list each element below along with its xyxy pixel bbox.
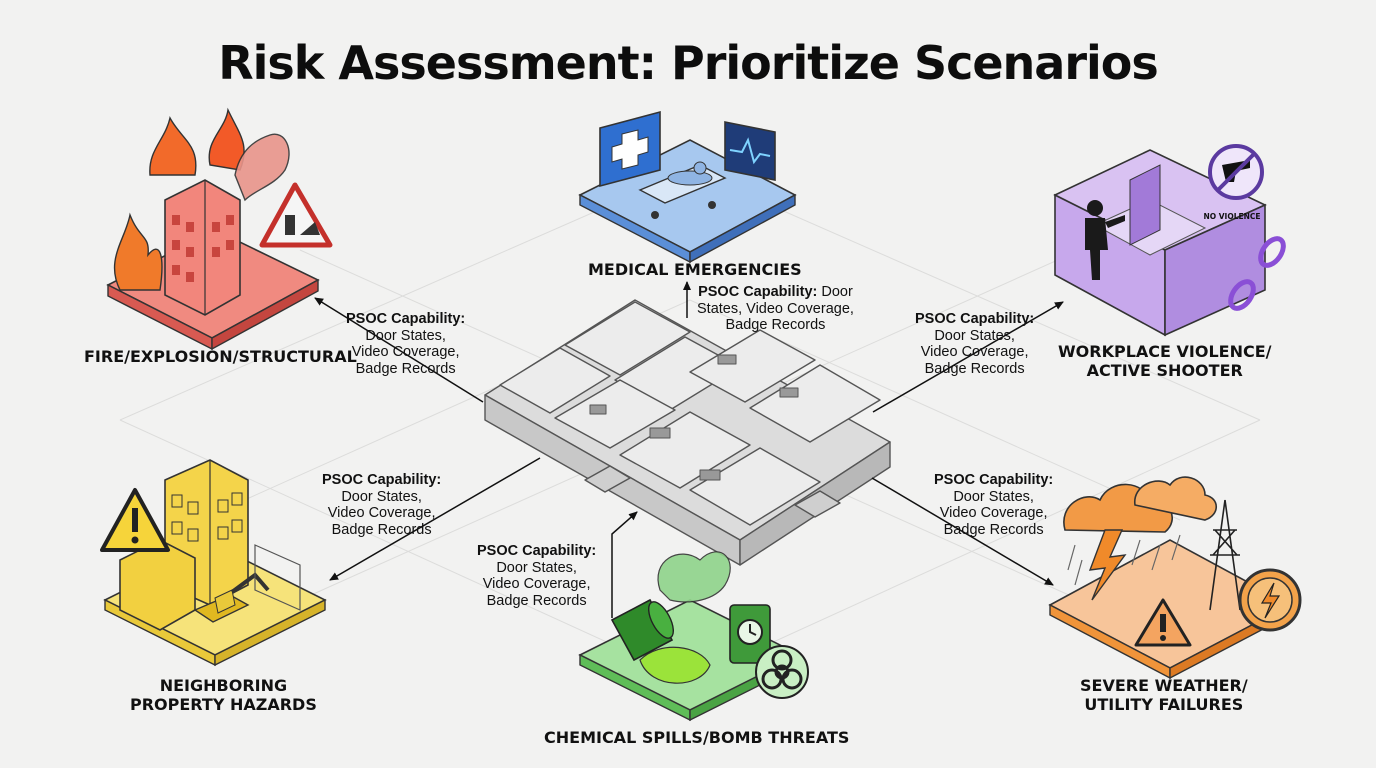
arrow-chemical xyxy=(611,511,638,618)
power-tower-icon xyxy=(1209,499,1241,611)
excavator-icon xyxy=(193,572,270,623)
capability-heading: PSOC Capability: xyxy=(322,472,442,488)
arrows xyxy=(314,281,1064,618)
capability-fire: PSOC Capability: Door States, Video Cove… xyxy=(346,311,465,377)
capability-heading: PSOC Capability: xyxy=(346,311,466,327)
scenario-label-fire: FIRE/EXPLOSION/STRUCTURAL xyxy=(84,347,357,366)
capability-item: Door xyxy=(821,284,853,300)
scenario-label-neighbor: NEIGHBORING PROPERTY HAZARDS xyxy=(130,676,317,714)
scenario-label-chemical: CHEMICAL SPILLS/BOMB THREATS xyxy=(544,728,849,747)
capability-item: Door States, xyxy=(496,559,577,576)
medical-scene xyxy=(578,110,797,264)
scenario-violence-line2: ACTIVE SHOOTER xyxy=(1086,361,1243,380)
violence-scene: NO VIOLENCE xyxy=(1053,144,1286,337)
capability-heading: PSOC Capability: xyxy=(477,543,597,559)
capability-item: Door States, xyxy=(934,327,1015,344)
capability-item: Video Coverage, xyxy=(351,344,460,360)
capability-item: Video Coverage, xyxy=(939,505,1048,521)
capability-item: Badge Records xyxy=(943,521,1044,538)
capability-item: Door States, xyxy=(341,488,422,505)
hazard-warning-icon xyxy=(259,182,333,248)
capability-item: Badge Records xyxy=(486,592,587,609)
scenario-label-violence: WORKPLACE VIOLENCE/ ACTIVE SHOOTER xyxy=(1058,342,1271,380)
scenario-medical-text: MEDICAL EMERGENCIES xyxy=(588,260,802,279)
scenario-neighbor-line1: NEIGHBORING xyxy=(159,676,288,695)
capability-item: Door States, xyxy=(365,327,446,344)
weather-scene xyxy=(1048,476,1302,680)
capability-weather: PSOC Capability: Door States, Video Cove… xyxy=(934,472,1053,538)
capability-item: States, Video Coverage, xyxy=(697,300,854,317)
capability-heading: PSOC Capability: xyxy=(698,284,818,300)
capability-heading: PSOC Capability: xyxy=(915,311,1035,327)
capability-violence: PSOC Capability: Door States, Video Cove… xyxy=(915,311,1034,377)
neighbor-scene xyxy=(100,459,327,667)
storm-cloud-icon xyxy=(1063,476,1218,533)
capability-medical: PSOC Capability: Door States, Video Cove… xyxy=(697,284,854,334)
capability-heading: PSOC Capability: xyxy=(934,472,1054,488)
capability-item: Video Coverage, xyxy=(482,576,591,592)
central-building xyxy=(484,299,891,566)
lightning-icon xyxy=(1088,529,1127,601)
arrow-weather xyxy=(871,477,1054,586)
capability-item: Badge Records xyxy=(924,360,1025,377)
capability-item: Badge Records xyxy=(355,360,456,377)
capability-chemical: PSOC Capability: Door States, Video Cove… xyxy=(477,543,596,609)
no-violence-sign: NO VIOLENCE xyxy=(1203,212,1260,221)
capability-item: Video Coverage, xyxy=(327,505,436,521)
scenario-fire-text: FIRE/EXPLOSION/STRUCTURAL xyxy=(84,347,357,366)
scenario-weather-line2: UTILITY FAILURES xyxy=(1084,695,1244,714)
arrow-violence xyxy=(872,301,1064,413)
scenario-label-weather: SEVERE WEATHER/ UTILITY FAILURES xyxy=(1080,676,1248,714)
scenario-weather-line1: SEVERE WEATHER/ xyxy=(1080,676,1248,695)
warning-triangle-icon xyxy=(100,488,170,552)
scenario-label-medical: MEDICAL EMERGENCIES xyxy=(588,260,802,279)
capability-item: Badge Records xyxy=(725,317,826,333)
broken-chain-icon xyxy=(1228,236,1286,311)
scenario-chemical-text: CHEMICAL SPILLS/BOMB THREATS xyxy=(544,728,850,747)
arrow-fire xyxy=(314,297,484,403)
weather-warning-icon xyxy=(1134,598,1192,647)
chemical-scene xyxy=(578,551,809,722)
scenario-violence-line1: WORKPLACE VIOLENCE/ xyxy=(1058,342,1272,361)
capability-item: Video Coverage, xyxy=(920,344,1029,360)
medical-cross-icon xyxy=(599,110,661,188)
scenario-neighbor-line2: PROPERTY HAZARDS xyxy=(130,695,317,714)
no-gun-icon xyxy=(1208,144,1264,200)
biohazard-icon xyxy=(755,645,809,699)
capability-neighbor: PSOC Capability: Door States, Video Cove… xyxy=(322,472,441,538)
fire-icon xyxy=(113,212,163,291)
barrel-icon xyxy=(610,598,675,662)
capability-item: Door States, xyxy=(953,488,1034,505)
attacker-figure xyxy=(1085,200,1125,280)
arrow-neighbor xyxy=(329,457,541,581)
stretcher-icon xyxy=(638,161,727,219)
bomb-icon xyxy=(729,604,771,664)
capability-item: Badge Records xyxy=(331,521,432,538)
fire-scene xyxy=(106,107,333,351)
lightning-badge-icon xyxy=(1238,568,1302,632)
page-title: Risk Assessment: Prioritize Scenarios xyxy=(218,36,1159,90)
heart-monitor-icon xyxy=(724,121,776,181)
